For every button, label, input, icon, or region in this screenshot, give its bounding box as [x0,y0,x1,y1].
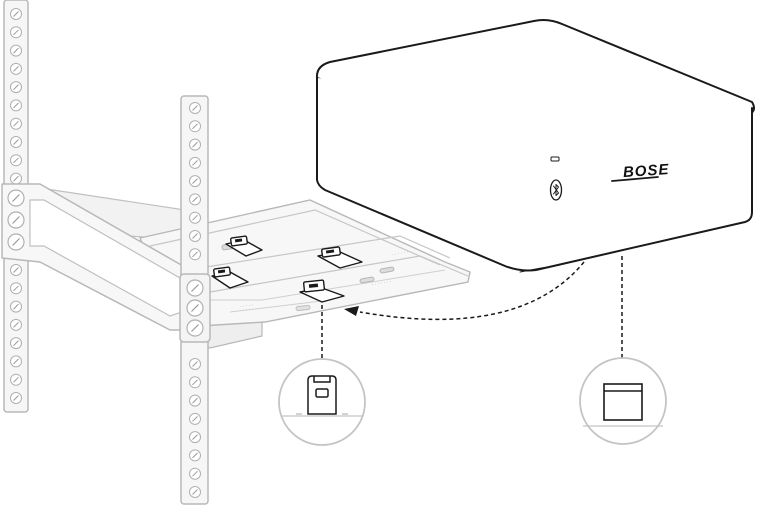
rail-hole [190,103,201,114]
rail-hole [11,265,22,276]
rail-hole [11,301,22,312]
arrowhead [344,306,359,316]
rail-hole [11,356,22,367]
right-rack-rail [180,96,210,504]
rail-hole [190,432,201,443]
rail-hole [190,359,201,370]
rail-hole [190,450,201,461]
rail-hole [11,338,22,349]
rail-hole [190,413,201,424]
rail-hole [190,139,201,150]
rail-hole [11,9,22,20]
svg-text:BOSE: BOSE [622,161,670,181]
rail-hole [190,231,201,242]
rail-hole [11,319,22,330]
rail-hole [11,82,22,93]
rail-hole [190,487,201,498]
rail-hole [11,118,22,129]
rail-hole [11,100,22,111]
rail-hole [11,155,22,166]
rail-hole [190,468,201,479]
bluetooth-button [551,180,562,200]
rail-hole [190,395,201,406]
callout-device-foot-detail [580,358,666,444]
rail-hole [11,374,22,385]
rail-hole [190,176,201,187]
rail-hole [190,249,201,260]
rail-hole [190,157,201,168]
rail-hole [11,137,22,148]
foot-square-icon [604,384,642,420]
rail-hole [11,63,22,74]
rail-hole [11,393,22,404]
rail-hole [190,121,201,132]
callout-clip-detail [279,359,365,445]
rail-hole [190,212,201,223]
rail-hole [11,173,22,184]
rail-hole [190,194,201,205]
rail-hole [11,45,22,56]
rail-hole [190,377,201,388]
rail-hole [11,27,22,38]
rail-hole [11,283,22,294]
